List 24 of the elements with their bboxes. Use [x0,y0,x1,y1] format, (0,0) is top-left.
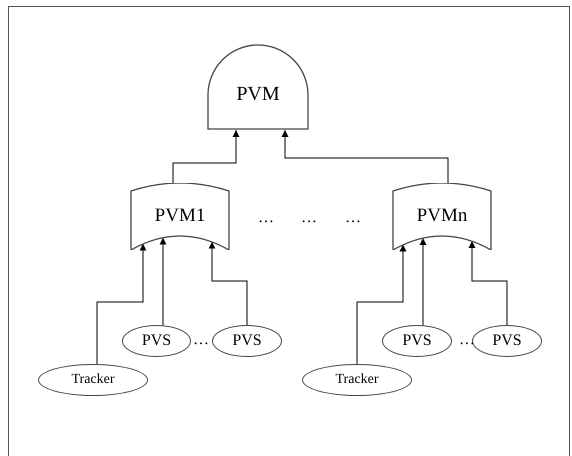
node-label: PVS [142,333,172,349]
ellipsis-text: … [193,332,209,348]
ellipsis-text: … [301,210,317,226]
node-label: Tracker [335,373,379,387]
arrow [282,130,448,184]
arrow [420,238,426,326]
dome-node [207,44,309,130]
arrow [172,130,240,184]
ellipsis-text: … [345,210,361,226]
arrow [468,240,508,326]
arrow [208,241,248,326]
node-label: PVMn [416,206,468,225]
scroll-node [392,183,492,250]
arrow [356,244,406,364]
arrow [96,243,146,365]
arrow [160,237,166,326]
ellipsis-text: … [258,210,274,226]
node-label: PVS [492,333,522,349]
node-label: PVM1 [154,206,206,225]
node-label: PVS [402,333,432,349]
node-label: PVM [236,84,280,104]
node-label: Tracker [71,373,115,387]
scroll-node [130,183,230,250]
node-label: PVS [232,333,262,349]
